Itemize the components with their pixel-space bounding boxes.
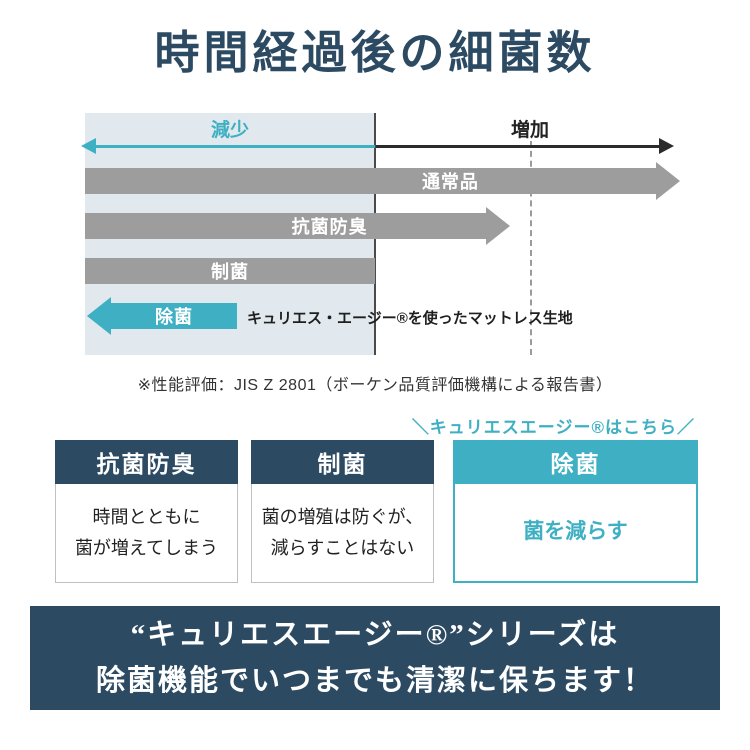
bacteria-time-diagram: 減少 増加 通常品 抗菌防臭 制菌 除菌 キュリエス・エージー®を使ったマットレ… — [81, 113, 685, 357]
axis-label-decrease: 減少 — [210, 120, 249, 141]
bar-sterilizing-arrowhead-icon — [87, 297, 111, 335]
bar-sterilizing: 除菌 — [87, 297, 237, 335]
bar-normal-product-label: 通常品 — [421, 172, 479, 192]
banner-line-2: 除菌機能でいつまでも清潔に保ちます！ — [95, 665, 654, 697]
performance-evaluation-note: ※性能評価：JIS Z 2801（ボーケン品質評価機構による報告書） — [137, 377, 613, 394]
bar-sterilizing-label: 除菌 — [155, 307, 193, 327]
bar-bacteriostatic-label: 制菌 — [211, 262, 249, 282]
card-antibacterial-deodorant-title: 抗菌防臭 — [55, 440, 238, 484]
bar-normal-product-arrowhead-icon — [656, 162, 680, 200]
card-sterilizing-title: 除菌 — [453, 440, 698, 484]
bar-normal-product: 通常品 — [85, 162, 680, 200]
card-sterilizing: 除菌 菌を減らす — [453, 440, 698, 583]
right-arrowhead-icon — [659, 138, 674, 154]
comparison-cards: 抗菌防臭 時間とともに 菌が増えてしまう 制菌 菌の増殖は防ぐが、 減らすことは… — [55, 440, 698, 583]
bar-antibacterial-deodorant-arrowhead-icon — [486, 207, 510, 245]
bar-antibacterial-deodorant-label: 抗菌防臭 — [291, 217, 368, 237]
card-antibacterial-deodorant-body: 時間とともに 菌が増えてしまう — [55, 484, 238, 583]
card-antibacterial-deodorant: 抗菌防臭 時間とともに 菌が増えてしまう — [55, 440, 238, 583]
increase-arrow-line — [376, 138, 674, 154]
bar-antibacterial-deodorant: 抗菌防臭 — [85, 207, 510, 245]
dashed-guideline — [530, 141, 532, 355]
page-title: 時間経過後の細菌数 — [154, 28, 596, 78]
card-bacteriostatic-title: 制菌 — [251, 440, 434, 484]
bar-bacteriostatic: 制菌 — [85, 258, 375, 284]
card-bacteriostatic-body: 菌の増殖は防ぐが、 減らすことはない — [251, 484, 434, 583]
card-bacteriostatic: 制菌 菌の増殖は防ぐが、 減らすことはない — [251, 440, 434, 583]
axis-label-increase: 増加 — [510, 120, 549, 141]
left-arrowhead-icon — [81, 138, 96, 154]
bottom-banner: “キュリエスエージー®”シリーズは 除菌機能でいつまでも清潔に保ちます！ — [30, 606, 720, 710]
decrease-arrow-line — [81, 138, 375, 154]
curies-ag-callout-link[interactable]: ＼キュリエスエージー®はこちら／ — [411, 418, 695, 437]
banner-line-1: “キュリエスエージー®”シリーズは — [130, 618, 620, 651]
card-sterilizing-body: 菌を減らす — [453, 484, 698, 583]
sterilizing-bar-annotation: キュリエス・エージー®を使ったマットレス生地 — [247, 310, 573, 327]
